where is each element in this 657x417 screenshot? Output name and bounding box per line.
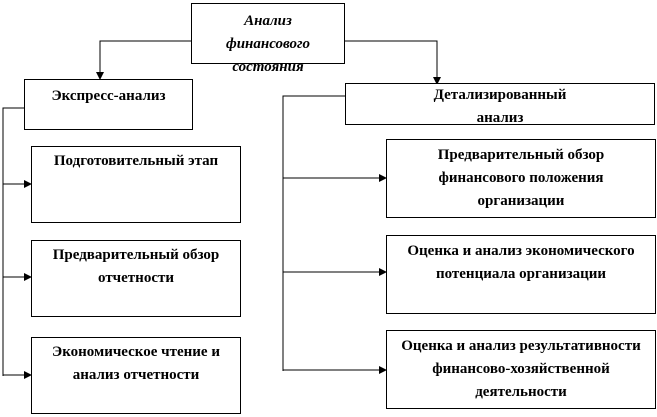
detailed-step-2: Оценка и анализ экономического потенциал… [386, 235, 656, 314]
connector-left-trunk [2, 107, 24, 376]
connector-root-left [96, 40, 191, 80]
detailed-step-3: Оценка и анализ результативности финансо… [386, 330, 656, 409]
express-step-1: Подготовительный этап [31, 146, 241, 223]
root-node: Анализ финансового состояния [191, 3, 345, 75]
detailed-step-1: Предварительный обзор финансового положе… [386, 139, 656, 218]
express-step-2: Предварительный обзор отчетности [31, 240, 241, 317]
detailed-analysis-node: Детализированный анализ [345, 83, 655, 126]
connector-root-right [344, 40, 441, 85]
express-analysis-node: Экспресс-анализ [24, 79, 193, 130]
express-step-3: Экономическое чтение и анализ отчетности [31, 337, 241, 414]
connector-right-trunk [282, 95, 345, 371]
